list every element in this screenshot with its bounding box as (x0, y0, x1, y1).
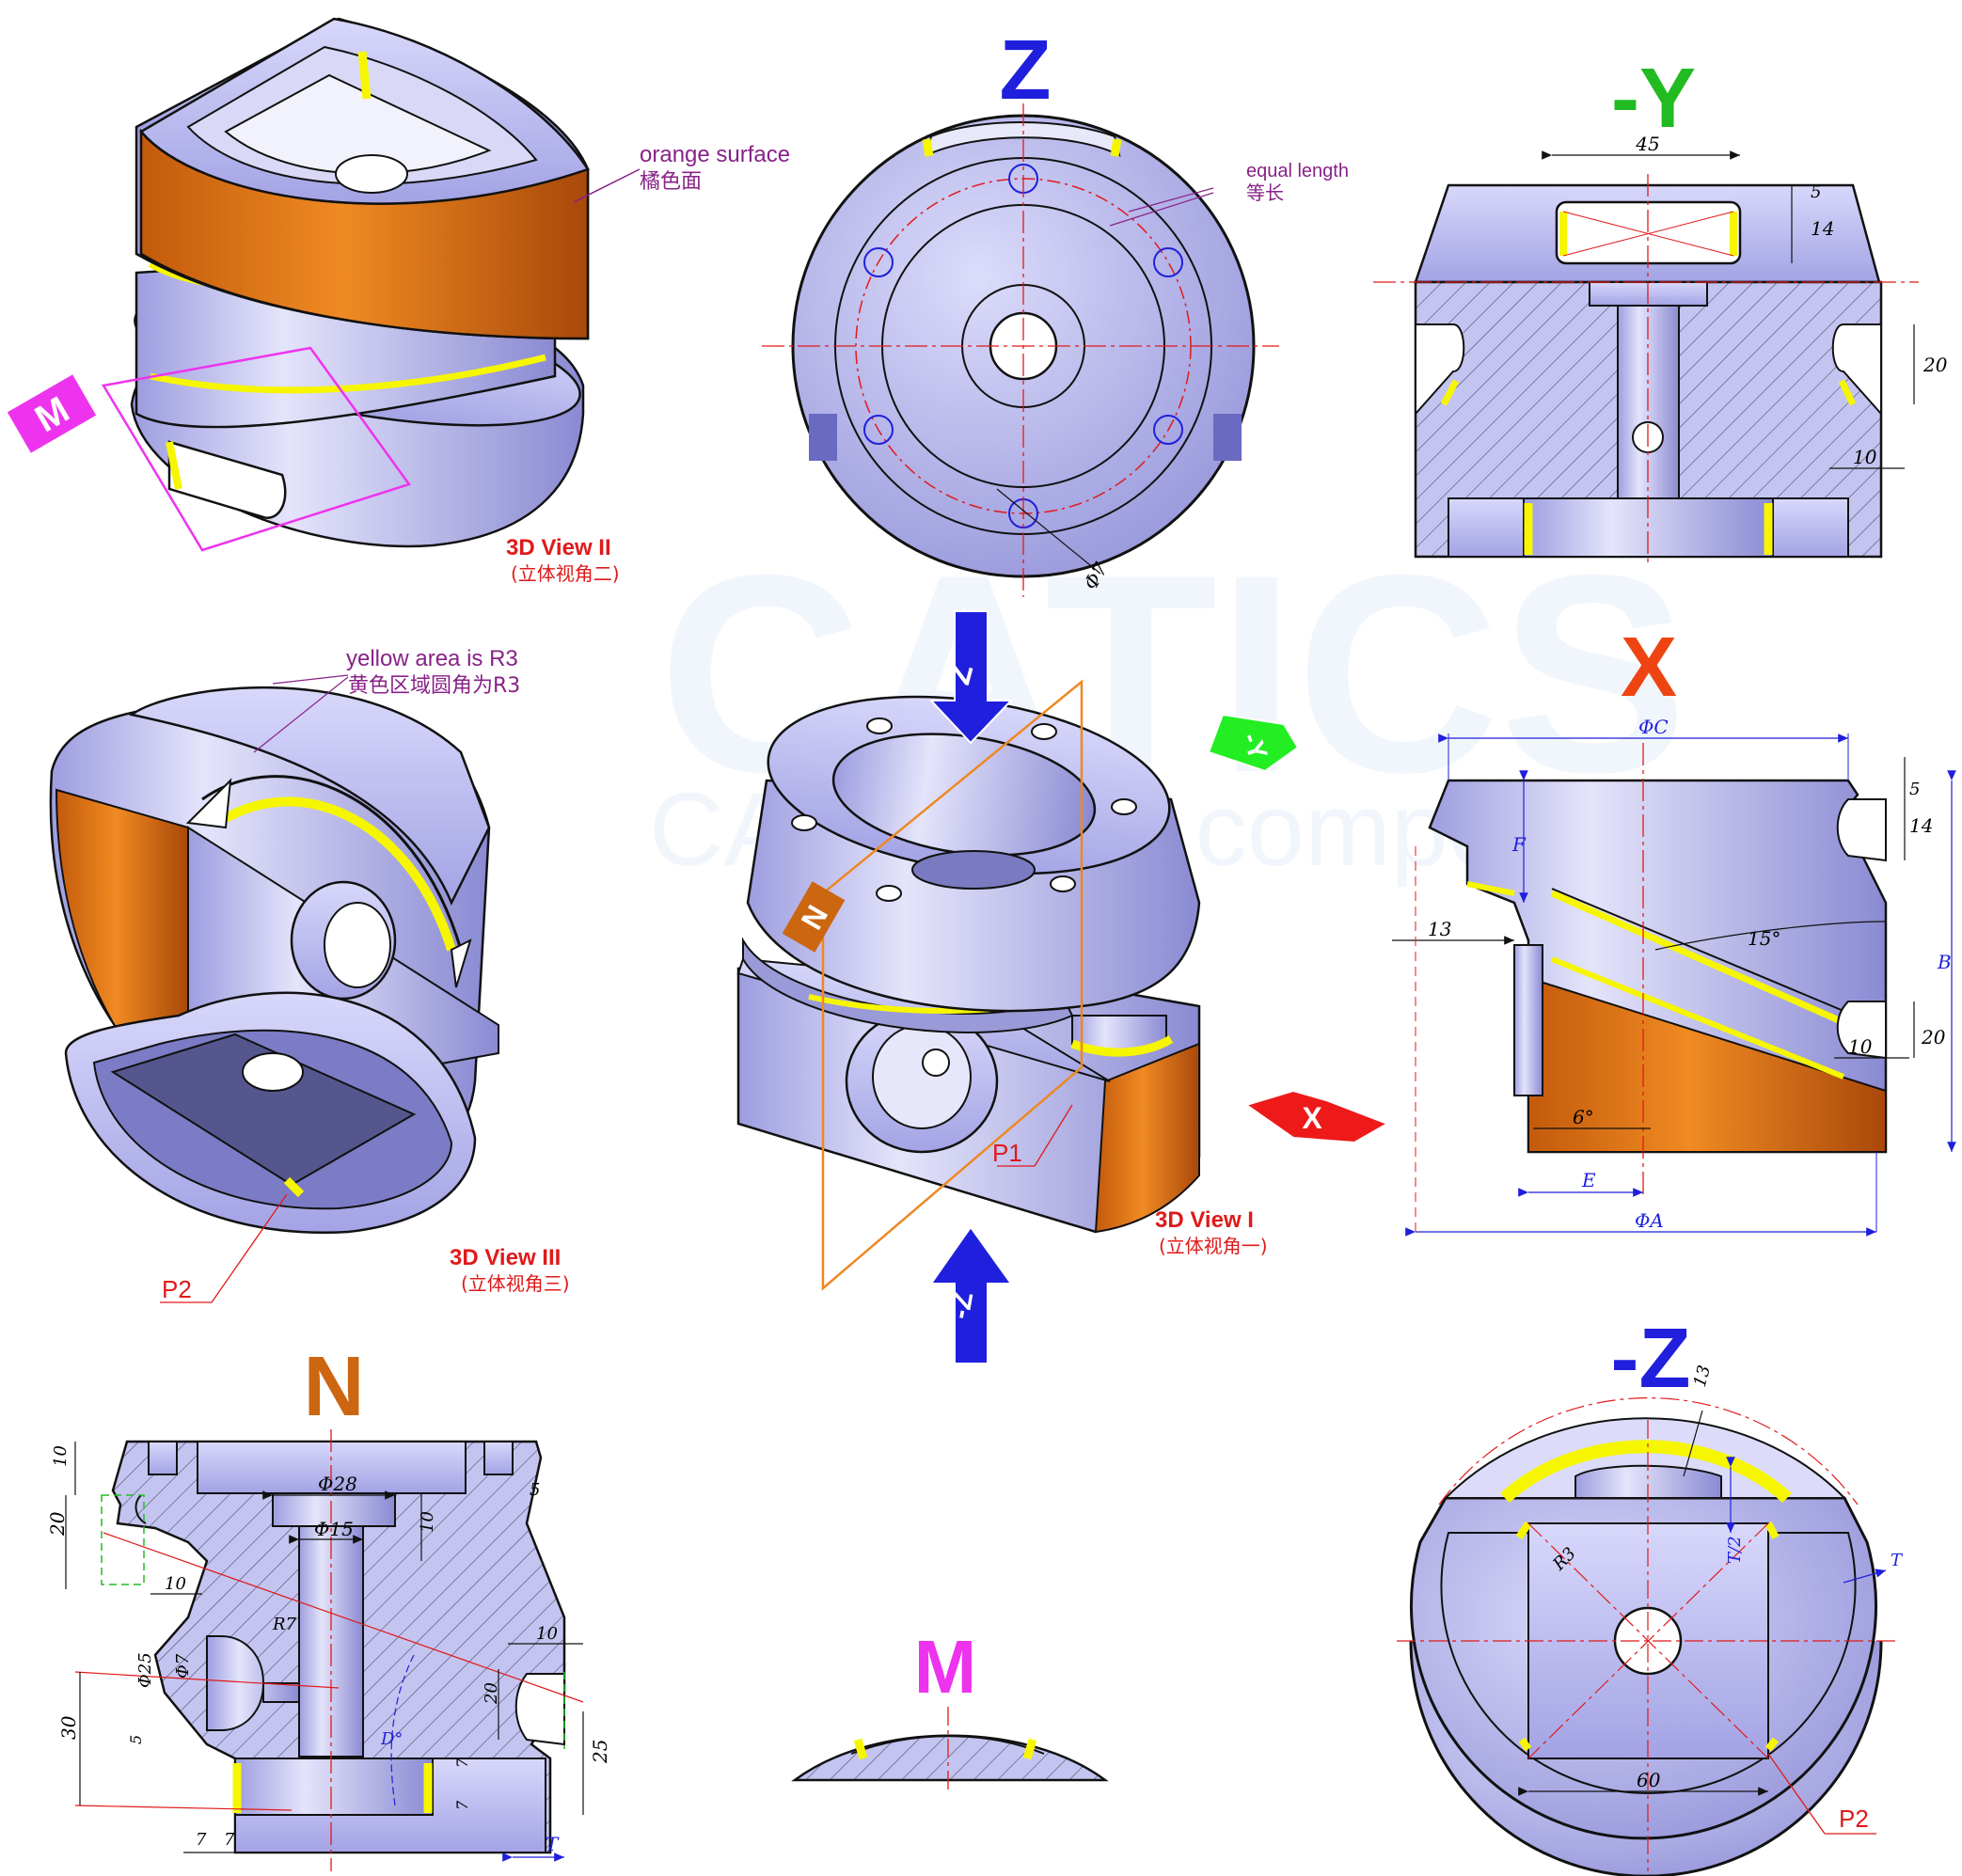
y-dim-45: 45 (1635, 133, 1659, 155)
arrow-neg-y: -Y (1207, 713, 1300, 773)
view-n-title: N (304, 1340, 365, 1434)
arrow-x-text: X (1302, 1101, 1322, 1135)
n-dim-R7: R7 (272, 1615, 297, 1634)
view-m: M (791, 1625, 1109, 1791)
view-z-title: Z (1000, 24, 1052, 118)
x-dim-15deg: 15° (1748, 927, 1780, 950)
view-3d-2: M orange surface 橘色面 3D View II (立体视角二) (7, 17, 790, 585)
p2-label-right: P2 (1839, 1805, 1869, 1833)
neg-z-dim-T: T (1891, 1551, 1904, 1570)
neg-z-dim-13: 13 (1690, 1364, 1715, 1390)
n-dim-D: D° (380, 1729, 403, 1749)
x-dim-13: 13 (1428, 918, 1451, 940)
x-dim-5: 5 (1909, 780, 1920, 799)
n-dim-phi15: Φ15 (314, 1518, 354, 1540)
n-dim-25: 25 (589, 1740, 611, 1764)
y-dim-10: 10 (1853, 446, 1877, 468)
n-dim-10d: 10 (536, 1624, 558, 1644)
n-dim-10c: 10 (165, 1574, 186, 1594)
n-dim-7b: 7 (453, 1800, 471, 1810)
view-neg-z: -Z 13 R3 T/2 T 60 P2 (1397, 1312, 1904, 1876)
n-dim-7a: 7 (453, 1758, 471, 1768)
n-dim-phi7: Φ7 (173, 1653, 193, 1679)
view1-title: 3D View I (1155, 1207, 1254, 1233)
view-z: Z Φ7 equal length 等长 (762, 24, 1349, 597)
x-dim-F: F (1511, 833, 1527, 856)
x-dim-20: 20 (1921, 1026, 1946, 1048)
n-dim-phi25: Φ25 (135, 1652, 155, 1688)
y-dim-20: 20 (1922, 354, 1948, 376)
n-dim-30: 30 (57, 1715, 80, 1740)
arrow-neg-z-text: -Z (944, 1290, 979, 1322)
p1-label: P1 (992, 1139, 1022, 1167)
view-neg-z-title: -Z (1611, 1312, 1691, 1406)
n-dim-T: T (546, 1833, 560, 1855)
view2-subtitle: (立体视角二) (511, 562, 620, 585)
y-dim-5: 5 (1811, 182, 1821, 202)
view-neg-y-title: -Y (1611, 52, 1696, 146)
equal-length-label-cn: 等长 (1246, 181, 1284, 204)
n-dim-7c: 7 (196, 1830, 207, 1850)
n-dim-10: 10 (51, 1445, 71, 1467)
n-dim-5: 5 (530, 1480, 540, 1500)
view2-title: 3D View II (506, 535, 611, 560)
orange-surface-label-cn: 橘色面 (640, 170, 702, 194)
n-dim-phi28: Φ28 (318, 1473, 357, 1495)
x-dim-6deg: 6° (1573, 1106, 1594, 1128)
x-dim-phiC: ΦC (1638, 716, 1669, 738)
view-3d-3: yellow area is R3 黄色区域圆角为R3 P2 3D View I… (49, 646, 570, 1303)
view1-subtitle: (立体视角一) (1159, 1235, 1268, 1257)
neg-z-dim-60: 60 (1637, 1769, 1661, 1791)
y-dim-14: 14 (1811, 217, 1834, 240)
view-3d-1: N Z -Z -Y X P1 3D View I (立体视角一) (736, 610, 1390, 1364)
p2-label-left: P2 (162, 1275, 192, 1303)
view-x: X ΦC 5 14 F 13 15° B 10 20 6° E ΦA (1392, 621, 1956, 1237)
arrow-neg-z-up: -Z (929, 1225, 1013, 1364)
x-dim-phiA: ΦA (1635, 1209, 1664, 1232)
yellow-area-label: yellow area is R3 (346, 646, 518, 671)
x-dim-B: B (1937, 951, 1952, 973)
n-dim-20b: 20 (482, 1682, 501, 1705)
x-dim-E: E (1581, 1169, 1596, 1191)
equal-length-label: equal length (1246, 161, 1349, 181)
orange-surface-label: orange surface (640, 142, 790, 167)
view-m-title: M (914, 1625, 977, 1709)
view3-title: 3D View III (450, 1245, 561, 1270)
view3-subtitle: (立体视角三) (461, 1272, 570, 1295)
neg-z-dim-T2: T/2 (1725, 1536, 1745, 1564)
x-dim-10: 10 (1848, 1035, 1873, 1058)
view-n: N 10 Φ28 5 20 Φ15 10 10 R7 (46, 1340, 611, 1871)
view-neg-y: -Y 45 5 14 20 10 (1373, 52, 1948, 564)
view-x-title: X (1621, 621, 1677, 715)
x-dim-14: 14 (1909, 814, 1933, 837)
n-dim-7d: 7 (224, 1830, 235, 1850)
n-dim-10b: 10 (418, 1511, 437, 1533)
arrow-x: X (1243, 1089, 1390, 1144)
n-dim-5b: 5 (127, 1735, 145, 1744)
n-dim-20: 20 (46, 1511, 69, 1537)
yellow-area-label-cn: 黄色区域圆角为R3 (348, 674, 520, 698)
